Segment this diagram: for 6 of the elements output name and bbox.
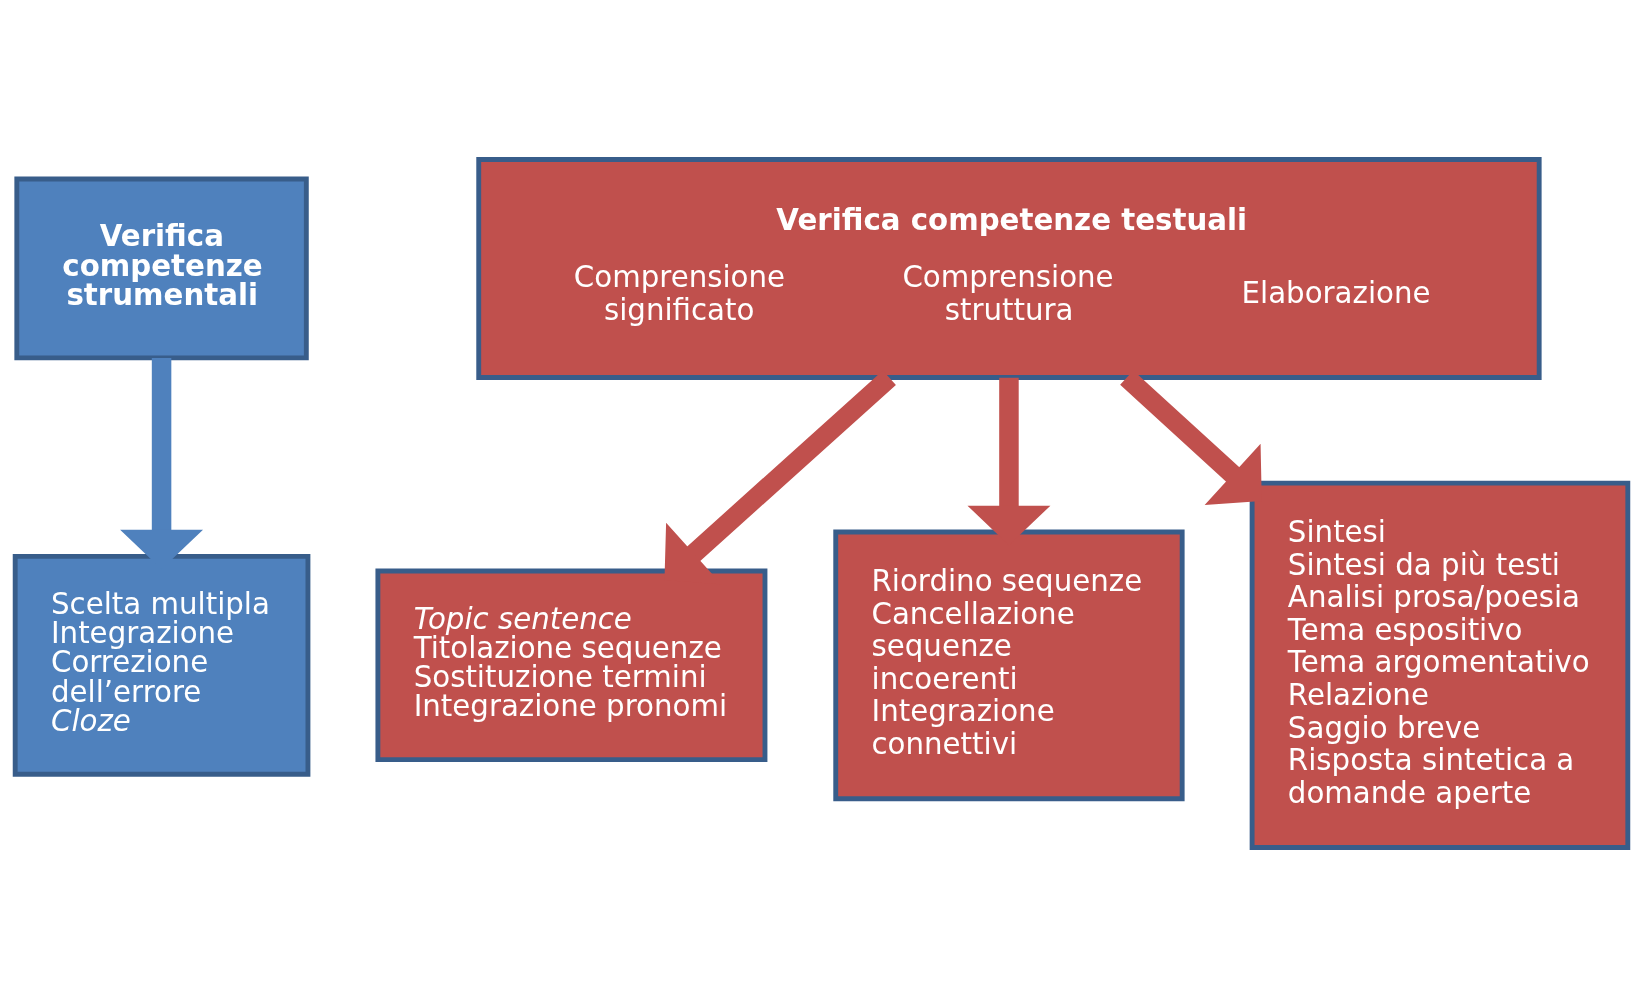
node-box: Riordino sequenze Cancellazione sequenze incoerenti Integrazione connettivi: [833, 529, 1185, 802]
node-box: Sintesi Sintesi da più testi Analisi prosa/poesia Tema espositivo Tema argomentativo Relazione Saggio breve Risposta sintetica a domande aperte: [1249, 480, 1631, 850]
node-box: Verifica competenze strumentali: [14, 176, 309, 361]
node-box: Scelta multipla Integrazione Correzione dell’errore Cloze: [12, 553, 311, 777]
node-box: Topic sentence Titolazione sequenze Sostituzione termini Integrazione pronomi: [375, 568, 768, 763]
node-box: Verifica competenze testuali Comprensione significato Comprensione struttura Elaborazione: [476, 157, 1542, 380]
